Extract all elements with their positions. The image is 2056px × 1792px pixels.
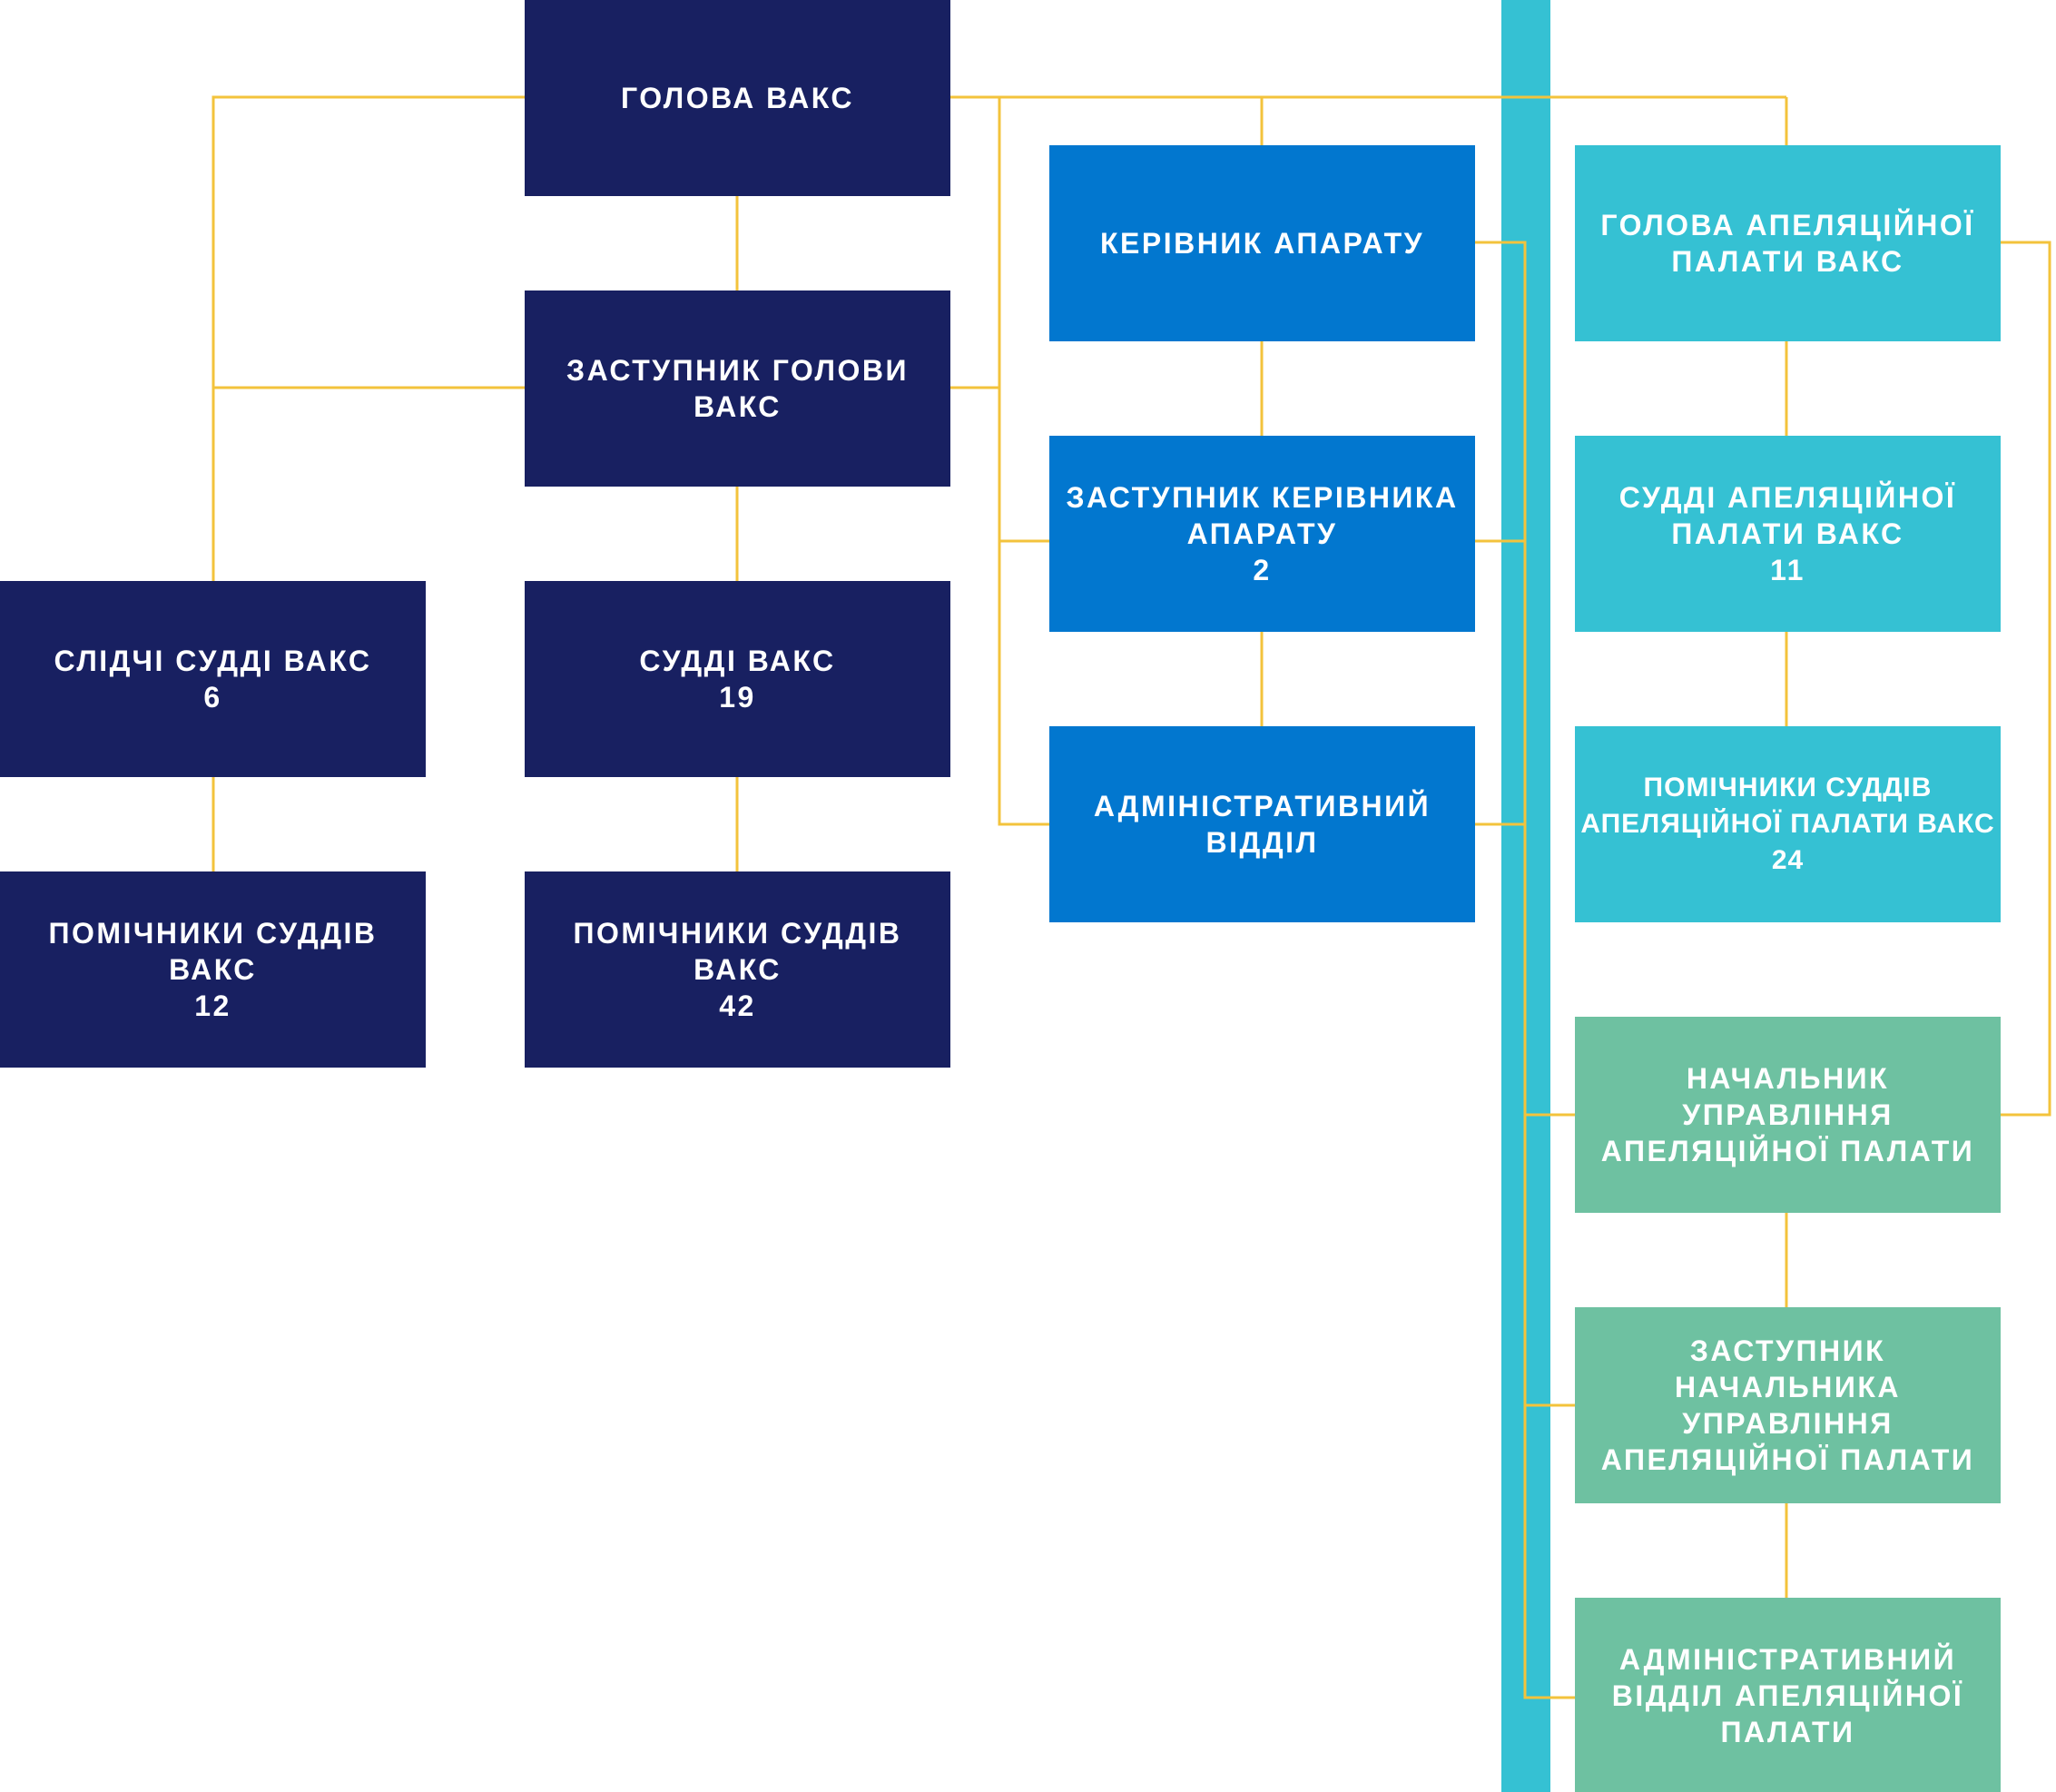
node-appeal-administration-head: Начальник управління апеляційної палати: [1575, 1017, 2001, 1213]
node-text: Голова ВАКС: [620, 82, 854, 114]
node-text: Помічники суддів ВАКС 12: [48, 917, 378, 1022]
node-text: Керівник апарату: [1099, 227, 1425, 260]
node-appeal-chamber-judges: Судді апеляційної палати ВАКС 11: [1575, 436, 2001, 632]
node-head: Голова ВАКС: [525, 0, 950, 196]
node-text: Голова апеляційної палати ВАКС: [1600, 209, 1975, 278]
connector-appeal-head-admin: [1999, 241, 2051, 1117]
node-text: Начальник управління апеляційної палати: [1600, 1062, 1975, 1167]
node-deputy-chief-of-staff: Заступник керівника апарату 2: [1049, 436, 1475, 632]
node-text: Адміністративний відділ апеляційної пала…: [1611, 1643, 1964, 1748]
node-text: Помічники суддів ВАКС 42: [573, 917, 902, 1022]
node-appeal-administrative-department: Адміністративний відділ апеляційної пала…: [1575, 1598, 2001, 1792]
node-text: Судді ВАКС 19: [639, 645, 836, 714]
node-count: 6: [203, 681, 222, 714]
node-text: Заступник голови ВАКС: [566, 354, 909, 423]
node-investigating-judges: Слідчі судді ВАКС 6: [0, 581, 426, 777]
node-count: 12: [194, 990, 231, 1022]
node-investigating-judges-assistants: Помічники суддів ВАКС 12: [0, 871, 426, 1068]
node-chief-of-staff: Керівник апарату: [1049, 145, 1475, 341]
node-count: 11: [1770, 554, 1805, 586]
node-appeal-chamber-head: Голова апеляційної палати ВАКС: [1575, 145, 2001, 341]
node-text: Помічники суддів апеляційної палати ВАКС…: [1580, 770, 1994, 879]
connector-staff-bus: [1475, 241, 1575, 1699]
node-text: Заступник керівника апарату 2: [1066, 481, 1459, 586]
node-deputy-head: Заступник голови ВАКС: [525, 290, 950, 487]
node-text: Слідчі судді ВАКС 6: [54, 645, 372, 714]
node-text: Адміністративний відділ: [1093, 790, 1431, 859]
node-count: 42: [719, 990, 756, 1022]
node-text: Судді апеляційної палати ВАКС 11: [1618, 481, 1957, 586]
connector-apparatus-spine: [998, 97, 1049, 826]
node-text: Заступник начальника управління апеляцій…: [1600, 1334, 1975, 1476]
node-judges: Судді ВАКС 19: [525, 581, 950, 777]
node-count: 19: [719, 681, 756, 714]
node-appeal-chamber-assistants: Помічники суддів апеляційної палати ВАКС…: [1575, 726, 2001, 922]
node-administrative-department: Адміністративний відділ: [1049, 726, 1475, 922]
connector-head-investigating: [212, 95, 525, 581]
node-appeal-administration-deputy: Заступник начальника управління апеляцій…: [1575, 1307, 2001, 1503]
node-judges-assistants: Помічники суддів ВАКС 42: [525, 871, 950, 1068]
node-count: 2: [1253, 554, 1272, 586]
node-count: 24: [1771, 845, 1805, 875]
